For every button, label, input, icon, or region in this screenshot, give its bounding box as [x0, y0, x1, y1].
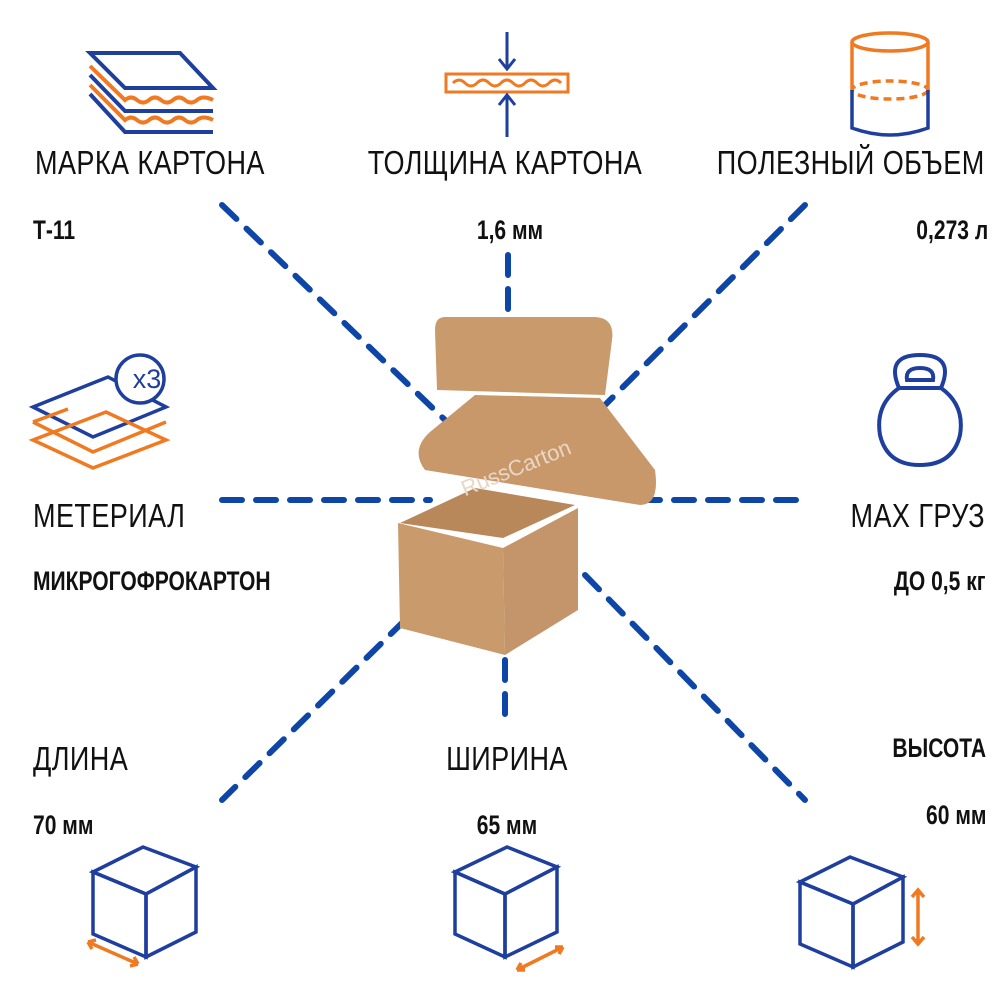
max-load-value: ДО 0,5 кг	[894, 566, 986, 596]
grade-value: Т-11	[33, 215, 76, 245]
width-value: 65 мм	[476, 810, 538, 840]
box-front	[398, 523, 505, 655]
max-load-label: МАХ ГРУЗ	[850, 497, 985, 534]
height-label: ВЫСОТА	[892, 733, 986, 763]
volume-label: ПОЛЕЗНЫЙ ОБЪЕМ	[717, 144, 985, 181]
width-cube-icon	[450, 845, 565, 972]
material-layers-icon	[28, 353, 171, 470]
connector-length	[219, 617, 408, 803]
height-cube-icon	[795, 855, 926, 970]
box-lid-flap	[435, 317, 613, 395]
grade-label: МАРКА КАРТОНА	[35, 144, 265, 181]
weight-kettlebell-icon	[877, 352, 963, 468]
material-label: МЕТЕРИАЛ	[33, 497, 186, 534]
connector-height	[582, 572, 808, 803]
material-value: МИКРОГОФРОКАРТОН	[33, 566, 271, 596]
length-value: 70 мм	[33, 810, 94, 840]
thickness-icon	[444, 32, 570, 137]
box-side	[503, 508, 578, 655]
thickness-value: 1,6 мм	[476, 215, 544, 245]
height-value: 60 мм	[925, 800, 986, 830]
connector-volume	[597, 202, 808, 413]
volume-cylinder-icon	[850, 31, 930, 137]
box-inner	[400, 488, 575, 538]
length-cube-icon	[86, 845, 201, 968]
volume-value: 0,273 л	[916, 215, 988, 245]
width-label: ШИРИНА	[446, 740, 568, 777]
material-layer-count-badge: x3	[132, 364, 162, 394]
length-label: ДЛИНА	[33, 740, 129, 777]
box-lid	[418, 395, 656, 505]
thickness-label: ТОЛЩИНА КАРТОНА	[367, 144, 643, 181]
cardboard-layers-icon	[85, 51, 218, 134]
connector-grade	[219, 202, 448, 423]
